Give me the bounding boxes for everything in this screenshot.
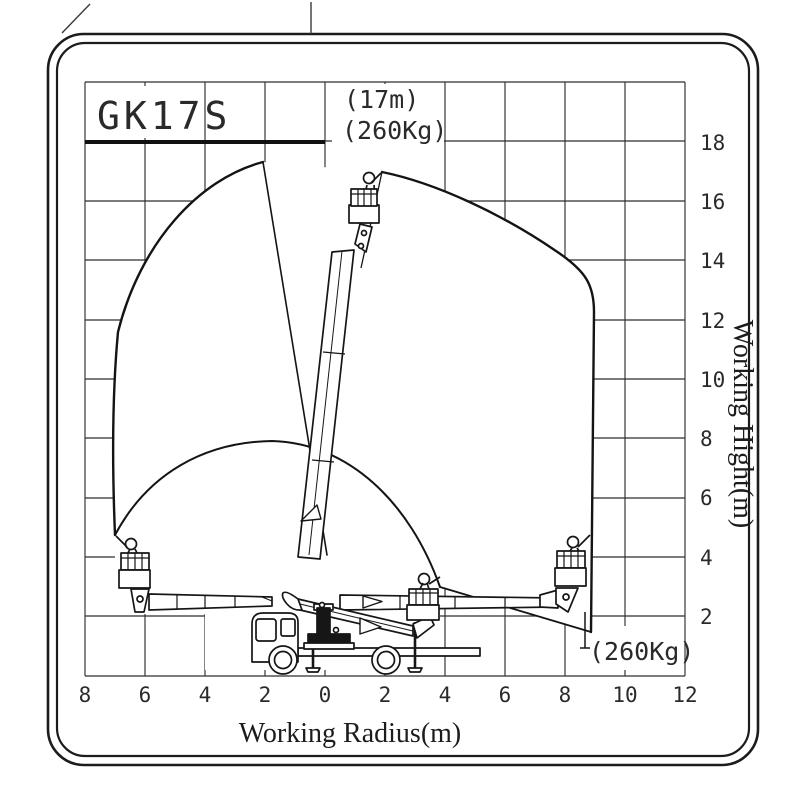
right-basket-bars [557,551,585,568]
stowed-operator-body [419,576,441,590]
cab-windshield [255,618,277,642]
x-tick: 2 [259,683,272,707]
raised-boom-body [297,249,355,560]
top-basket-assembly [348,171,382,253]
model-title: GK17S [97,94,231,138]
title-blank-box [88,86,200,138]
x-tick: 10 [612,683,637,707]
left-link-pin-icon [136,595,144,603]
x-tick: 6 [139,683,152,707]
max-height-annotation: (17m) [344,85,419,114]
turret-base [307,633,351,644]
boom-direction-arrow-icon [300,504,322,522]
y-axis-title: Working Hight(m) [727,320,758,529]
truck [251,572,481,675]
y-tick: 6 [700,486,713,510]
right-basket-assembly [339,534,591,649]
y-axis-ticks: 18 16 14 12 10 8 6 4 2 [700,131,725,629]
y-tick: 16 [700,190,725,214]
raised-boom-joints [311,351,346,463]
right-annotation-blank-box [584,626,678,670]
top-link-pin2-icon [357,242,365,250]
x-tick: 6 [499,683,512,707]
turret-base-plate [303,642,355,650]
y-tick: 4 [700,546,713,570]
y-tick: 14 [700,249,725,273]
inner-border [55,41,751,758]
x-tick: 8 [79,683,92,707]
top-annotation-blank-box [332,84,444,176]
right-boom-arrow-icon [362,595,383,609]
right-boom-tip [539,589,559,609]
folded-boom-arrow-icon [359,617,382,635]
x-tick: 8 [559,683,572,707]
x-tick: 0 [319,683,332,707]
top-link-pin-icon [360,229,368,237]
front-outrigger-foot [305,667,321,673]
raised-boom [297,171,383,560]
left-envelope-curve [111,160,265,537]
right-basket-lower [554,567,587,587]
y-tick: 8 [700,427,713,451]
machine-drawing [115,171,591,675]
rear-outrigger-foot [407,667,423,673]
raised-boom-inner-line [308,250,343,556]
left-basket-bars [121,553,149,570]
turret-pin2-icon [332,626,340,634]
rear-wheel-hub [376,650,396,670]
capacity-annotation-right: (260Kg) [589,637,694,666]
turret-column [316,607,331,635]
top-operator-head [362,171,376,185]
front-wheel-hub [273,650,293,670]
left-horizontal-boom [148,593,273,611]
right-operator-head [566,535,580,549]
x-axis-title: Working Radius(m) [239,718,462,749]
labels: GK17S (17m) (260Kg) (260Kg) 8 6 4 2 0 2 … [79,85,758,749]
x-tick: 4 [439,683,452,707]
cab-side-window [280,618,296,637]
turret-pin-icon [318,601,326,609]
right-boom-joints [399,596,506,609]
right-envelope-curve [380,170,596,634]
lower-envelope-edge-line [439,586,592,633]
stowed-basket-assembly [406,572,441,621]
x-axis-ticks: 8 6 4 2 0 2 4 6 8 10 12 [79,683,698,707]
inner-dome-curve [114,439,441,588]
envelope-blank-region [88,84,678,670]
x-tick: 12 [672,683,697,707]
left-operator-head [124,537,138,551]
x-tick: 4 [199,683,212,707]
envelope-curves [111,160,596,634]
stowed-operator-head [417,572,431,586]
stowed-basket-lower [406,604,440,621]
border-frame [46,2,760,767]
x-tick: 2 [379,683,392,707]
left-basket-assembly [115,535,273,613]
top-basket-bars [351,189,377,206]
stowed-basket-bars [409,589,438,605]
left-boom-joints [176,595,273,609]
capacity-annotation-top: (260Kg) [342,116,447,145]
right-support-post [580,612,590,649]
y-tick: 2 [700,605,713,629]
y-tick: 10 [700,368,725,392]
right-link-pin-icon [562,593,570,601]
y-tick: 18 [700,131,725,155]
folded-boom-hook [281,591,303,611]
left-basket-lower [118,569,151,589]
y-tick: 12 [700,309,725,333]
outer-border [46,32,760,767]
corner-crease-line [61,3,91,34]
working-envelope-area [113,162,595,670]
top-basket-lower [348,204,380,224]
